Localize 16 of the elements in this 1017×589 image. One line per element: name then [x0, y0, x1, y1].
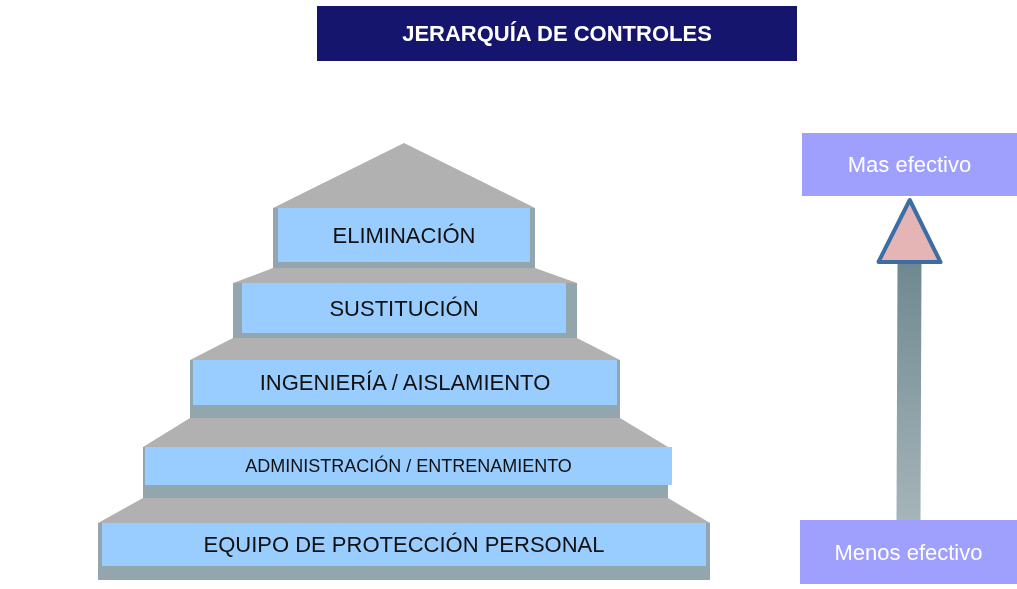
- effectiveness-box: [800, 520, 1017, 584]
- level-label: ELIMINACIÓN: [332, 221, 476, 250]
- control-level-box: [242, 283, 566, 333]
- effectiveness-label: Mas efectivo: [847, 151, 972, 179]
- title: JERARQUÍA DE CONTROLES: [402, 20, 712, 48]
- control-level-box: [145, 447, 672, 485]
- level-label: ADMINISTRACIÓN / ENTRENAMIENTO: [245, 454, 572, 478]
- control-level-box: [193, 360, 617, 405]
- control-level-box: [278, 208, 530, 262]
- control-level-box: [102, 523, 706, 566]
- effectiveness-label: Menos efectivo: [834, 538, 983, 567]
- level-label: INGENIERÍA / AISLAMIENTO: [259, 369, 551, 397]
- level-label: EQUIPO DE PROTECCIÓN PERSONAL: [203, 531, 605, 559]
- effectiveness-box: [802, 133, 1017, 196]
- arrow: [876, 198, 943, 521]
- level-label: SUSTITUCIÓN: [329, 294, 479, 323]
